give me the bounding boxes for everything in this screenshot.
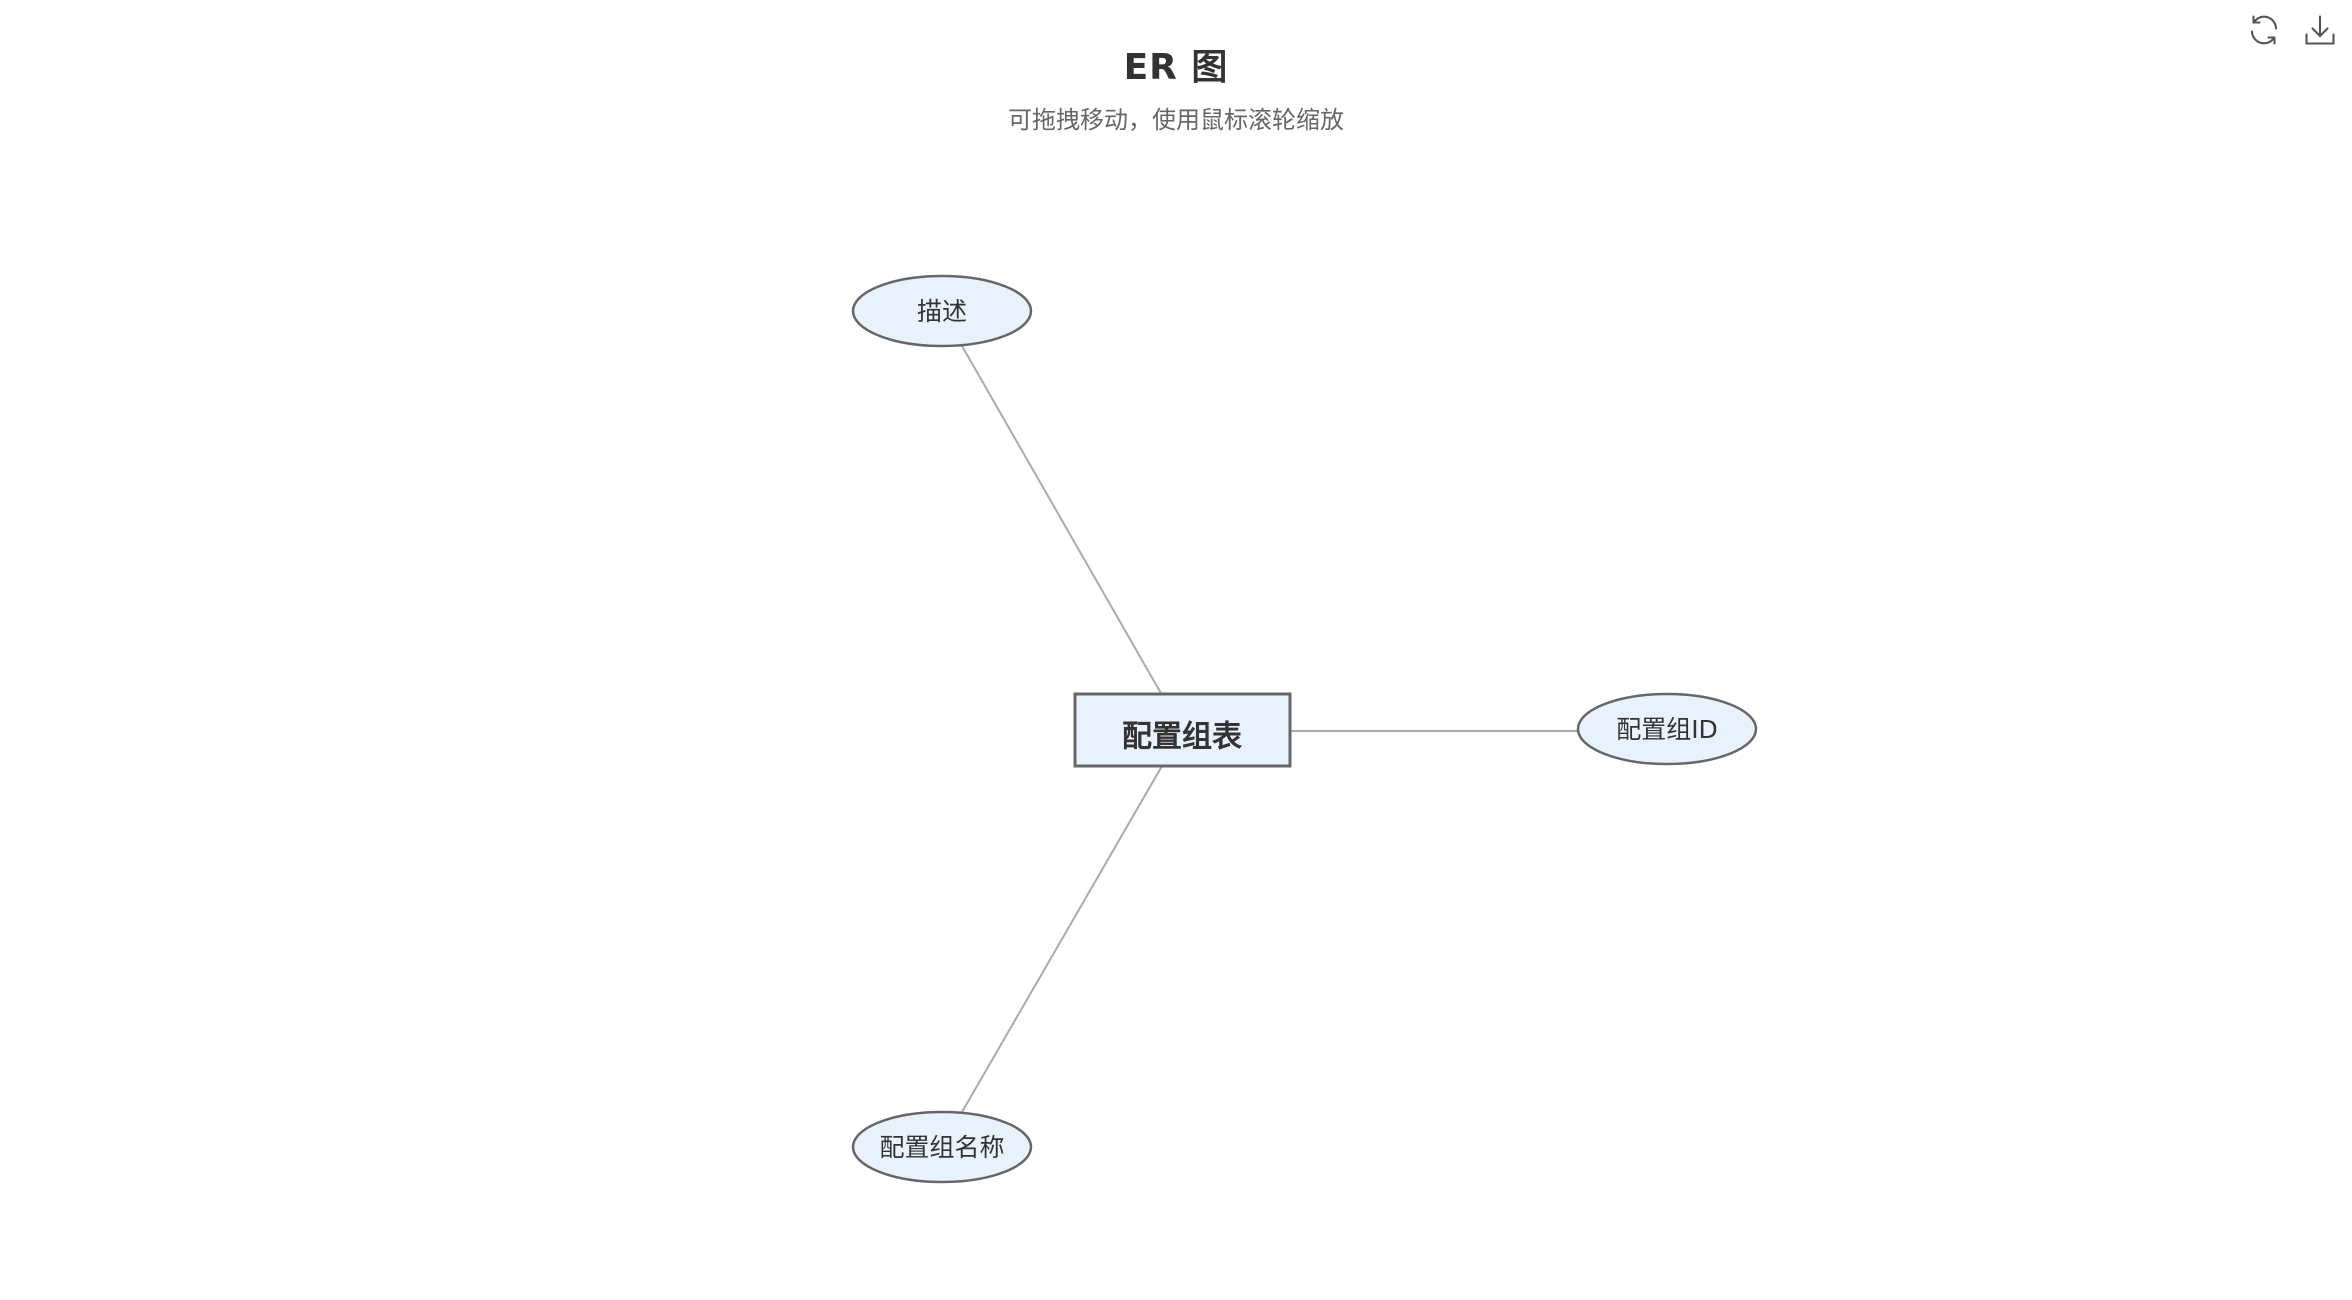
- edge-entity-group-name: [961, 765, 1163, 1113]
- page-title: ER 图: [1123, 47, 1229, 88]
- edge-entity-description: [961, 345, 1163, 696]
- toolbar: [2244, 10, 2340, 50]
- attribute-group-name[interactable]: 配置组名称: [851, 1110, 1033, 1184]
- download-icon: [2305, 15, 2335, 45]
- attribute-label: 描述: [917, 297, 967, 326]
- attribute-label: 配置组名称: [879, 1133, 1004, 1162]
- entity-label: 配置组表: [1122, 720, 1242, 755]
- attribute-description[interactable]: 描述: [851, 274, 1033, 348]
- entity-config-group-table[interactable]: 配置组表: [1073, 692, 1292, 768]
- refresh-icon: [2250, 15, 2278, 45]
- page-subtitle: 可拖拽移动，使用鼠标滚轮缩放: [1008, 106, 1344, 134]
- attribute-label: 配置组ID: [1616, 715, 1718, 744]
- download-button[interactable]: [2300, 10, 2340, 50]
- refresh-button[interactable]: [2244, 10, 2284, 50]
- attribute-group-id[interactable]: 配置组ID: [1576, 692, 1758, 766]
